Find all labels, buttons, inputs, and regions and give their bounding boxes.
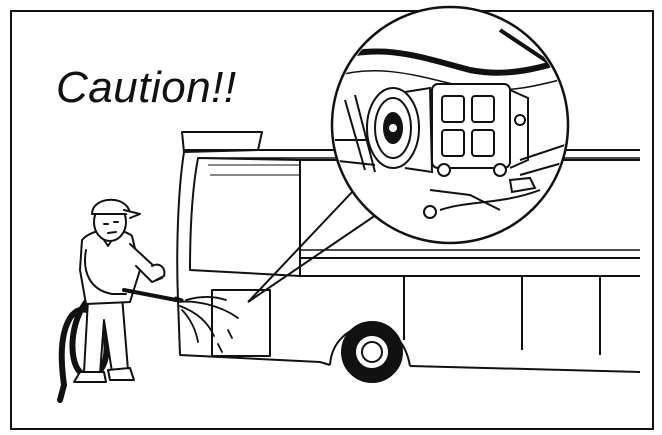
caution-heading: Caution!!	[56, 66, 237, 110]
compressor-magnifier	[330, 7, 600, 243]
person	[60, 200, 182, 400]
water-spray	[178, 297, 238, 352]
